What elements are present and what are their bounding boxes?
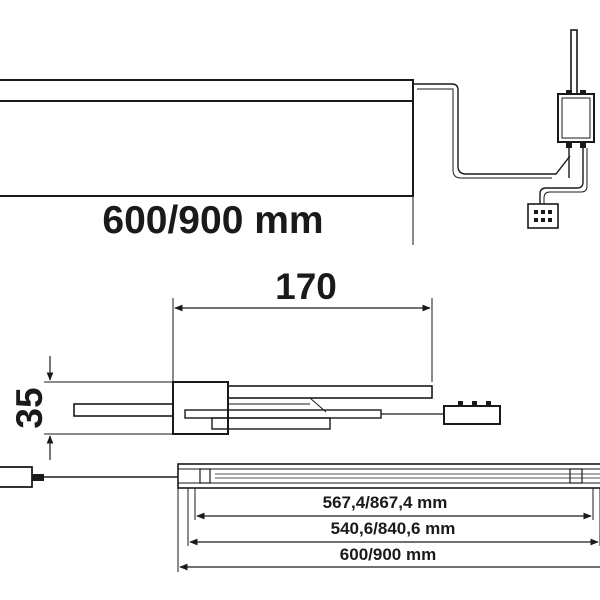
profile-section — [73, 381, 444, 435]
depth-dimension: 170 — [172, 266, 433, 382]
bottom-view: 567,4/867,4 mm 540,6/840,6 mm 600/900 mm — [0, 463, 600, 572]
end-connector — [0, 466, 178, 488]
side-connector — [443, 401, 501, 425]
depth-dimension-label: 170 — [275, 266, 337, 307]
driver-box — [539, 29, 595, 204]
height-dimension: 35 — [9, 356, 176, 460]
side-view: 170 35 — [9, 266, 501, 460]
height-dimension-label: 35 — [9, 387, 50, 428]
length-dimension-label: 600/900 mm — [102, 199, 323, 242]
top-view: 600/900 mm — [0, 29, 595, 245]
bar-bottom-profile — [177, 463, 600, 489]
total-length-dimension-label: 600/900 mm — [340, 545, 436, 564]
cutout-length-dimension-label: 540,6/840,6 mm — [331, 519, 456, 538]
connector-socket — [527, 203, 559, 229]
dimension-lines — [177, 488, 600, 572]
inner-length-dimension-label: 567,4/867,4 mm — [323, 493, 448, 512]
cable — [413, 83, 571, 179]
